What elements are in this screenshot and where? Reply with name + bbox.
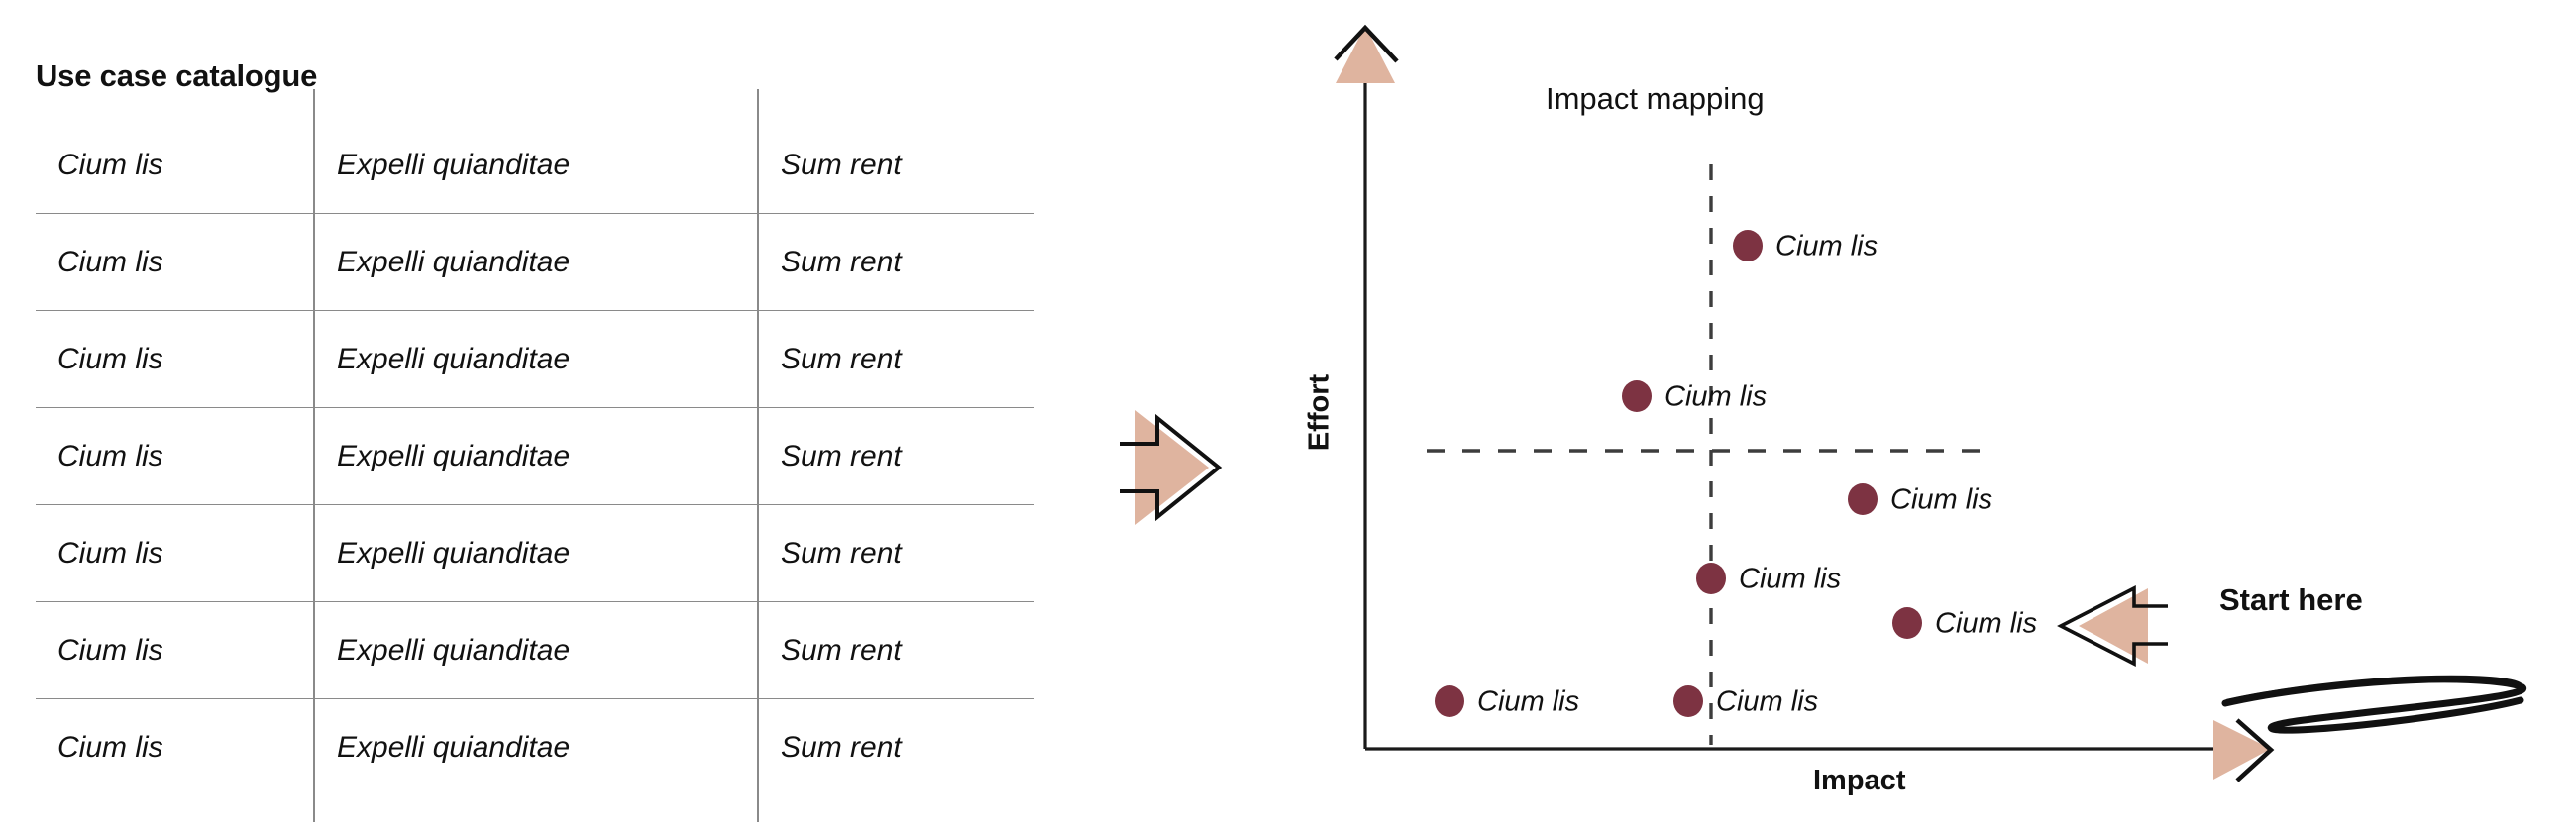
table-cell-name: Cium lis bbox=[57, 633, 163, 667]
table-row[interactable]: Cium lis Expelli quianditae Sum rent bbox=[36, 699, 1034, 796]
table-cell-name: Cium lis bbox=[57, 342, 163, 375]
start-here-label: Start here bbox=[2219, 582, 2363, 617]
page-title: Use case catalogue bbox=[36, 57, 318, 93]
table-row[interactable]: Cium lis Expelli quianditae Sum rent bbox=[36, 214, 1034, 311]
scribble-underline-icon bbox=[2221, 675, 2527, 734]
table-cell-name: Cium lis bbox=[57, 439, 163, 472]
data-point[interactable] bbox=[1848, 483, 1878, 515]
data-point[interactable] bbox=[1892, 607, 1922, 639]
table-cell-name: Cium lis bbox=[57, 731, 163, 764]
data-point-label: Cium lis bbox=[1716, 685, 1819, 718]
table-cell-value: Sum rent bbox=[781, 148, 902, 181]
y-axis-label: Effort bbox=[1303, 373, 1336, 452]
table-cell-value: Sum rent bbox=[781, 633, 902, 667]
x-axis-arrowhead bbox=[2213, 720, 2271, 780]
table-row[interactable]: Cium lis Expelli quianditae Sum rent bbox=[36, 117, 1034, 214]
y-axis-arrowhead bbox=[1336, 26, 1395, 83]
data-point[interactable] bbox=[1733, 230, 1763, 261]
table-cell-value: Sum rent bbox=[781, 536, 902, 570]
table-cell-description: Expelli quianditae bbox=[337, 245, 571, 278]
table-row[interactable]: Cium lis Expelli quianditae Sum rent bbox=[36, 311, 1034, 408]
data-point[interactable] bbox=[1673, 685, 1703, 717]
arrow-left-icon bbox=[2057, 585, 2168, 667]
start-here-callout: Start here bbox=[2031, 582, 2566, 741]
data-point-label: Cium lis bbox=[1739, 563, 1842, 595]
impact-mapping-chart bbox=[1334, 24, 2275, 782]
table-column-divider-2 bbox=[757, 89, 759, 822]
table-cell-description: Expelli quianditae bbox=[337, 342, 571, 375]
data-point-label: Cium lis bbox=[1935, 607, 2038, 640]
data-point-label: Cium lis bbox=[1890, 483, 1993, 516]
table-cell-description: Expelli quianditae bbox=[337, 148, 571, 181]
data-point-label: Cium lis bbox=[1775, 230, 1878, 262]
arrow-right-icon bbox=[1100, 404, 1238, 531]
table-cell-value: Sum rent bbox=[781, 245, 902, 278]
use-case-catalogue-panel: Use case catalogue Cium lis Expelli quia… bbox=[0, 0, 1110, 834]
table-cell-name: Cium lis bbox=[57, 536, 163, 570]
table-cell-description: Expelli quianditae bbox=[337, 536, 571, 570]
data-point[interactable] bbox=[1696, 563, 1726, 594]
table-row[interactable]: Cium lis Expelli quianditae Sum rent bbox=[36, 602, 1034, 699]
data-point[interactable] bbox=[1622, 380, 1652, 412]
table-column-divider-1 bbox=[313, 89, 315, 822]
table-cell-value: Sum rent bbox=[781, 439, 902, 472]
table-cell-value: Sum rent bbox=[781, 731, 902, 764]
data-point-label: Cium lis bbox=[1477, 685, 1580, 718]
table-cell-name: Cium lis bbox=[57, 148, 163, 181]
table-cell-name: Cium lis bbox=[57, 245, 163, 278]
table-row[interactable]: Cium lis Expelli quianditae Sum rent bbox=[36, 505, 1034, 602]
table-row[interactable]: Cium lis Expelli quianditae Sum rent bbox=[36, 408, 1034, 505]
table-cell-description: Expelli quianditae bbox=[337, 439, 571, 472]
x-axis-label: Impact bbox=[1813, 765, 1906, 796]
table-cell-description: Expelli quianditae bbox=[337, 633, 571, 667]
data-point-label: Cium lis bbox=[1664, 380, 1768, 413]
chart-title: Impact mapping bbox=[1546, 81, 1765, 116]
table-cell-value: Sum rent bbox=[781, 342, 902, 375]
use-case-table: Cium lis Expelli quianditae Sum rent Ciu… bbox=[36, 89, 1034, 822]
impact-mapping-panel: Impact mapping Effort Impact Cium lis Ci… bbox=[1258, 0, 2576, 834]
table-cell-description: Expelli quianditae bbox=[337, 731, 571, 764]
data-point[interactable] bbox=[1435, 685, 1464, 717]
